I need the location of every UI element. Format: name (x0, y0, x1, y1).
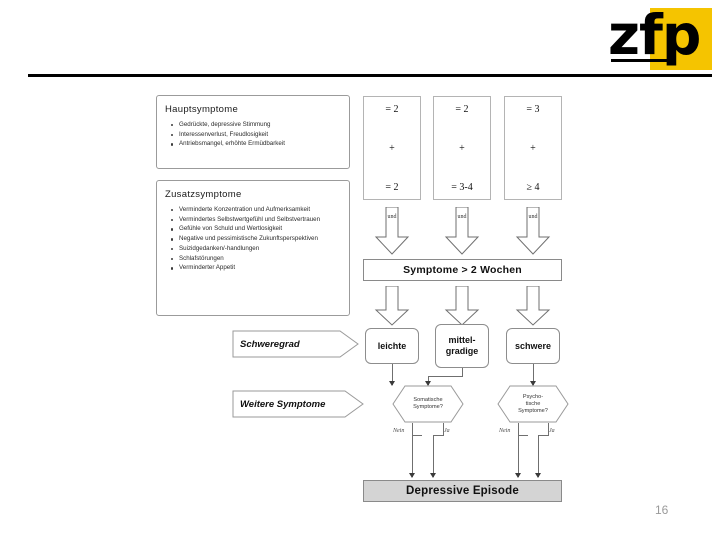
criteria-operator-2: + (459, 143, 465, 154)
branch-ja-psych-elbow (538, 435, 549, 436)
row-label-schweregrad: Schweregrad (232, 330, 360, 358)
criteria-operator-3: + (530, 143, 536, 154)
branch-nein-psych-stem (518, 423, 519, 435)
list-item: Gefühle von Schuld und Wertlosigkeit (171, 225, 337, 233)
branch-nein-psych-elbow (518, 435, 528, 436)
decision-somatische-symptome: Somatische Symptome? (392, 385, 464, 423)
criteria-haupt-count-3: = 3 (526, 104, 540, 115)
und-arrow-label-1: und (387, 214, 397, 220)
row-label-weitere-symptome: Weitere Symptome (232, 390, 365, 418)
list-item: Negative und pessimistische Zukunftspers… (171, 235, 337, 243)
panel-title-zusatzsymptome: Zusatzsymptome (165, 189, 242, 200)
list-item: Antriebsmangel, erhöhte Ermüdbarkeit (171, 140, 337, 148)
criteria-column-2: = 2 + = 3-4 (433, 96, 491, 200)
zfp-logo: zfp (608, 4, 712, 70)
list-item: Verminderter Appetit (171, 264, 337, 272)
criteria-zusatz-count-1: = 2 (385, 182, 399, 193)
und-arrow-label-3: und (528, 214, 538, 220)
branch-nein-soma-stem (412, 423, 413, 435)
criteria-haupt-count-2: = 2 (455, 104, 469, 115)
severity-arrow-3 (515, 286, 551, 326)
decision-psychotische-text: Psycho- tische Symptome? (497, 385, 569, 423)
und-arrow-2: und (444, 207, 480, 255)
list-item: Verminderte Konzentration und Aufmerksam… (171, 206, 337, 214)
list-item: Gedrückte, depressive Stimmung (171, 121, 337, 129)
connector-mittel-drop (428, 376, 429, 385)
panel-hauptsymptome: Hauptsymptome Gedrückte, depressive Stim… (156, 95, 350, 169)
und-arrow-1: und (374, 207, 410, 255)
panel-zusatzsymptome: Zusatzsymptome Verminderte Konzentration… (156, 180, 350, 316)
branch-nein-psych-drop (518, 435, 519, 477)
branch-label-nein-psych: Nein (499, 428, 511, 434)
branch-nein-soma-drop (412, 435, 413, 477)
header-divider (28, 74, 712, 77)
connector-leichte-to-soma (392, 364, 393, 385)
arrowhead-ja-soma (430, 473, 436, 478)
duration-bar: Symptome > 2 Wochen (363, 259, 562, 281)
severity-arrow-1 (374, 286, 410, 326)
list-item: Schlafstörungen (171, 255, 337, 263)
und-arrow-label-2: und (457, 214, 467, 220)
criteria-zusatz-count-3: ≥ 4 (526, 182, 540, 193)
severity-box-leichte: leichte (365, 328, 419, 364)
decision-psychotische-line2: tische (525, 400, 541, 407)
decision-somatische-line1: Somatische (413, 397, 443, 403)
branch-ja-psych-stem (548, 423, 549, 435)
page-number: 16 (655, 503, 669, 517)
zusatzsymptome-list: Verminderte Konzentration und Aufmerksam… (165, 206, 341, 272)
branch-label-ja-psych: Ja (549, 428, 555, 434)
row-label-schweregrad-text: Schweregrad (240, 338, 300, 350)
und-arrow-3: und (515, 207, 551, 255)
branch-ja-psych-drop (538, 435, 539, 477)
panel-title-hauptsymptome: Hauptsymptome (165, 104, 239, 115)
severity-box-mittelgradige-line2: gradige (445, 346, 479, 356)
arrowhead-soma-right (425, 381, 431, 386)
final-box-depressive-episode: Depressive Episode (363, 480, 562, 502)
severity-arrow-2 (444, 286, 480, 326)
logo-underline (611, 59, 675, 62)
hauptsymptome-list: Gedrückte, depressive Stimmung Interesse… (165, 121, 341, 149)
criteria-operator-1: + (389, 143, 395, 154)
connector-mittel-to-soma (428, 376, 463, 377)
criteria-column-1: = 2 + = 2 (363, 96, 421, 200)
severity-box-mittelgradige-line1: mittel- (448, 335, 476, 345)
connector-schwere-to-psych (533, 364, 534, 385)
branch-ja-soma-drop (433, 435, 434, 477)
list-item: Interessenverlust, Freudlosigkeit (171, 131, 337, 139)
decision-psychotische-line3: Symptome? (518, 407, 548, 414)
decision-somatische-line2: Symptome? (413, 404, 443, 410)
severity-box-schwere: schwere (506, 328, 560, 364)
arrowhead-soma-left (389, 381, 395, 386)
criteria-column-3: = 3 + ≥ 4 (504, 96, 562, 200)
branch-nein-soma-elbow (412, 435, 422, 436)
connector-mittel-down (462, 368, 463, 376)
logo-text: zfp (608, 3, 701, 67)
severity-box-mittelgradige: mittel- gradige (435, 324, 489, 368)
list-item: Suizidgedanken/-handlungen (171, 245, 337, 253)
decision-psychotische-symptome: Psycho- tische Symptome? (497, 385, 569, 423)
arrowhead-nein-psych (515, 473, 521, 478)
branch-ja-soma-elbow (433, 435, 444, 436)
row-label-weitere-symptome-text: Weitere Symptome (240, 398, 326, 410)
arrowhead-psych (530, 381, 536, 386)
criteria-zusatz-count-2: = 3-4 (451, 182, 473, 193)
criteria-haupt-count-1: = 2 (385, 104, 399, 115)
arrowhead-nein-soma (409, 473, 415, 478)
branch-label-ja-soma: Ja (444, 428, 450, 434)
list-item: Vermindertes Selbstwertgefühl und Selbst… (171, 216, 337, 224)
decision-psychotische-line1: Psycho- (522, 393, 544, 400)
branch-ja-soma-stem (443, 423, 444, 435)
branch-label-nein-soma: Nein (393, 428, 405, 434)
decision-somatische-text: Somatische Symptome? (392, 385, 464, 423)
arrowhead-ja-psych (535, 473, 541, 478)
